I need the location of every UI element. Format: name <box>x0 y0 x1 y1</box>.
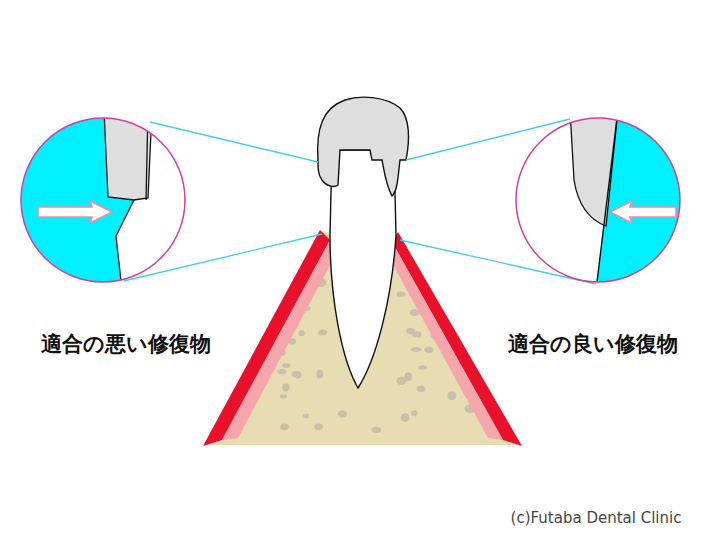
bone-dot <box>277 369 286 374</box>
bone-dot <box>294 372 301 379</box>
gum-left-inner <box>222 240 338 440</box>
bone-dot <box>419 365 428 369</box>
fit-arrow <box>610 201 676 223</box>
bone-dot <box>282 363 290 368</box>
gum-right-inner <box>386 242 503 440</box>
bone-dot <box>303 413 309 418</box>
magnifier-poor-fit <box>15 110 195 290</box>
gap-arrow <box>38 201 112 223</box>
bone-dot <box>314 423 323 429</box>
bone-dot <box>416 386 425 392</box>
crown-restoration <box>318 97 409 196</box>
caption-good-fit: 適合の良い修復物 <box>508 330 678 358</box>
bone-dot <box>298 330 304 336</box>
bone-dot <box>280 423 289 430</box>
gum-left <box>203 230 330 446</box>
bone-dot <box>338 410 347 418</box>
bone-dot <box>397 377 407 385</box>
bone-dot <box>412 331 422 337</box>
bone-dot <box>411 410 417 416</box>
bone-dot <box>371 427 381 433</box>
bone-dot <box>424 347 433 353</box>
tooth-root <box>330 150 396 388</box>
bone-dot <box>282 384 290 392</box>
bone-dot <box>447 391 456 400</box>
caption-poor-fit: 適合の悪い修復物 <box>41 330 211 358</box>
bone-dot <box>411 347 422 352</box>
bone-dot <box>318 330 327 336</box>
copyright-watermark: (c)Futaba Dental Clinic <box>511 509 682 527</box>
gum-right <box>392 232 522 446</box>
bone-dot <box>316 370 323 379</box>
magnifier-good-fit <box>510 110 690 290</box>
bone-dot <box>280 394 287 398</box>
bone-dot <box>401 413 410 422</box>
bone-dot <box>397 292 406 297</box>
